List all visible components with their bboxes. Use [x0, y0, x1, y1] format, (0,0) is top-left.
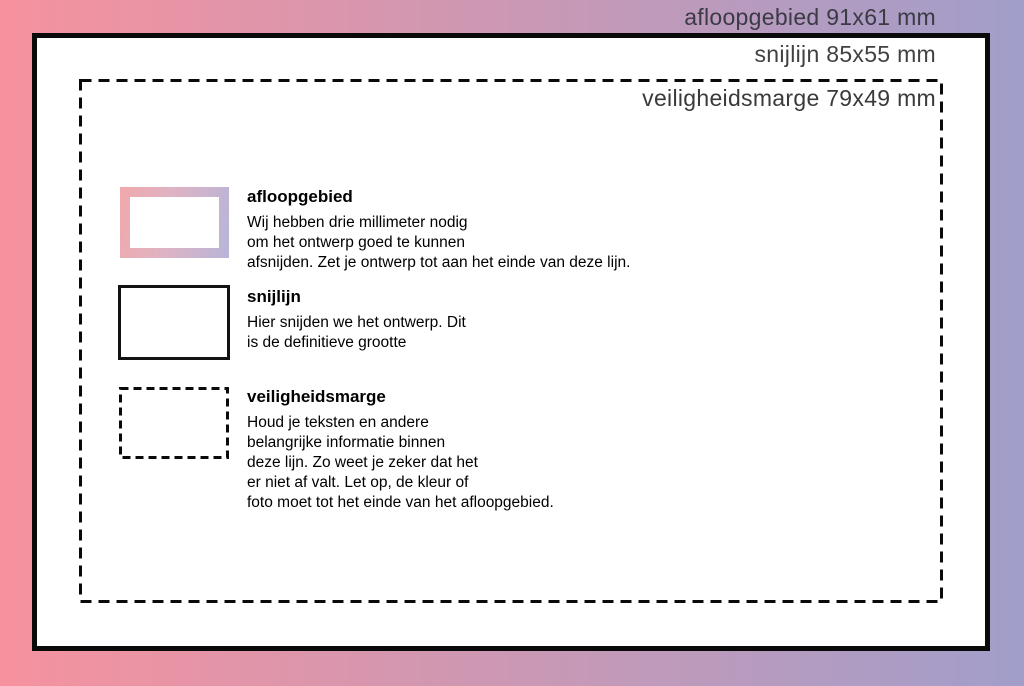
safety-size-label: veiligheidsmarge 79x49 mm: [642, 85, 936, 111]
safety-legend-text: veiligheidsmarge Houd je teksten en ande…: [247, 386, 554, 513]
safety-legend-line: Houd je teksten en andere: [247, 414, 429, 431]
cut-legend-heading: snijlijn: [247, 287, 301, 306]
bleed-sample-swatch-inner: [130, 197, 219, 248]
cut-size-label: snijlijn 85x55 mm: [754, 41, 936, 67]
cut-legend-line: Hier snijden we het ontwerp. Dit: [247, 314, 466, 331]
bleed-legend-line: om het ontwerp goed te kunnen: [247, 234, 466, 251]
cut-legend-line: is de definitieve grootte: [247, 334, 407, 351]
cut-sample-swatch: [118, 285, 230, 360]
bleed-legend-text: afloopgebied Wij hebben drie millimeter …: [247, 186, 630, 273]
bleed-legend-line: afsnijden. Zet je ontwerp tot aan het ei…: [247, 254, 631, 271]
bleed-size-label: afloopgebied 91x61 mm: [684, 4, 936, 30]
safety-sample-swatch: [119, 387, 229, 459]
bleed-sample-swatch: [120, 187, 229, 258]
bleed-legend-heading: afloopgebied: [247, 187, 353, 206]
safety-legend-line: belangrijke informatie binnen: [247, 434, 446, 451]
safety-legend-line: er niet af valt. Let op, de kleur of: [247, 474, 469, 491]
safety-margin-rectangle: [79, 79, 943, 603]
safety-legend-line: foto moet tot het einde van het afloopge…: [247, 494, 554, 511]
safety-legend-heading: veiligheidsmarge: [247, 387, 386, 406]
bleed-legend-line: Wij hebben drie millimeter nodig: [247, 214, 468, 231]
cut-legend-text: snijlijn Hier snijden we het ontwerp. Di…: [247, 286, 466, 353]
safety-legend-line: deze lijn. Zo weet je zeker dat het: [247, 454, 478, 471]
